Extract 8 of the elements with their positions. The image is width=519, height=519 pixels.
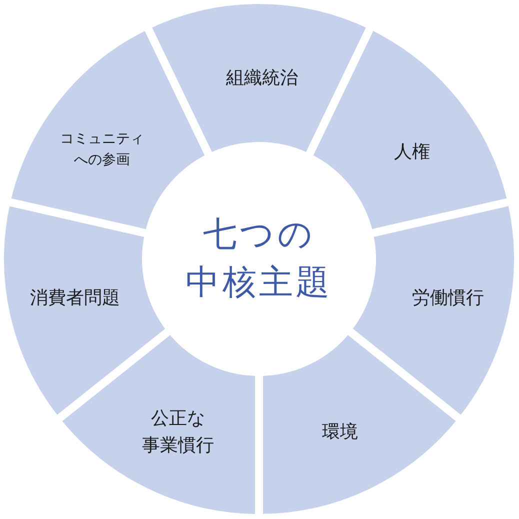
- segment-label: 労働慣行: [412, 286, 484, 310]
- segment-label: コミュニティへの参画: [60, 130, 144, 170]
- segment-label: 組織統治: [226, 66, 298, 90]
- segment-label: 環境: [322, 420, 358, 444]
- center-title: 七つの中核主題: [186, 213, 332, 304]
- segment-label: 消費者問題: [30, 286, 120, 310]
- segment-label: 人権: [394, 140, 430, 164]
- segment-label: 公正な事業慣行: [142, 407, 214, 458]
